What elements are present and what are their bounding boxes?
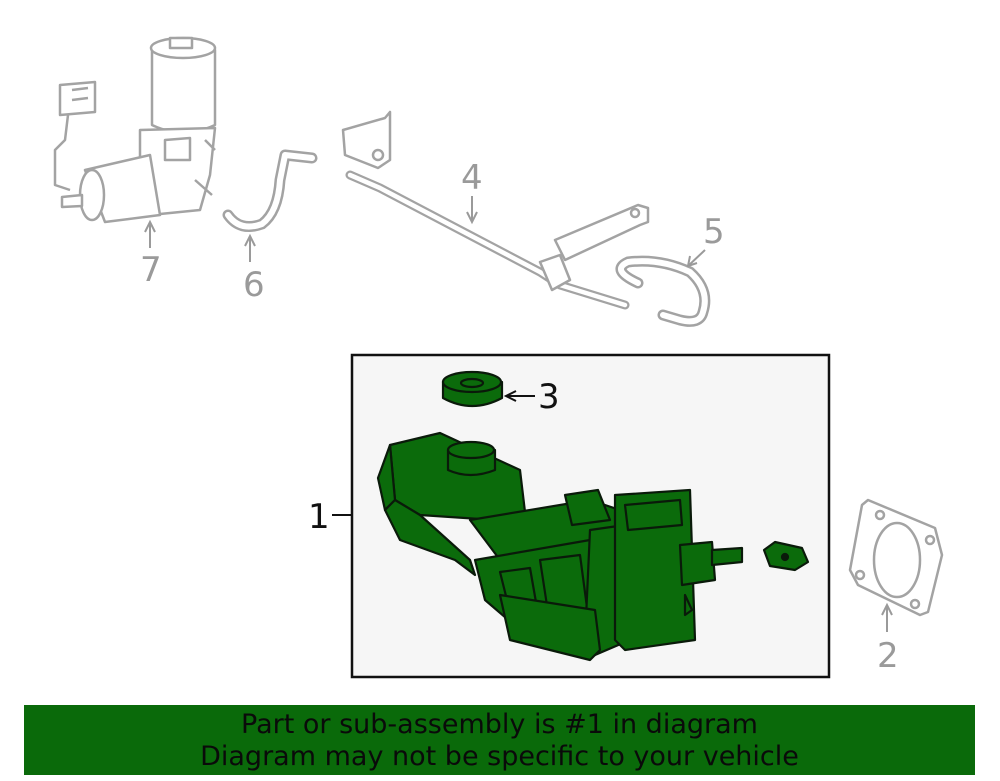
callout-1[interactable]: 1 (308, 497, 330, 537)
leader-7 (144, 219, 156, 248)
callout-4[interactable]: 4 (461, 158, 483, 198)
part-1-clevis[interactable] (762, 540, 810, 572)
info-banner: Part or sub-assembly is #1 in diagram Di… (24, 705, 975, 775)
leader-3 (503, 390, 535, 402)
part-7-pump-motor[interactable] (53, 36, 217, 224)
callout-6[interactable]: 6 (243, 265, 265, 305)
part-2-gasket[interactable] (848, 498, 944, 617)
part-6-hose-inner (225, 152, 315, 230)
callout-7[interactable]: 7 (140, 250, 162, 290)
banner-line-2: Diagram may not be specific to your vehi… (200, 741, 799, 772)
leader-2 (881, 602, 893, 632)
callout-2[interactable]: 2 (877, 636, 899, 676)
part-4-brackets (341, 110, 650, 292)
parts-diagram (53, 36, 944, 679)
leader-5 (686, 249, 706, 268)
callout-3[interactable]: 3 (538, 377, 560, 417)
part-5-hose-inner (618, 258, 708, 325)
leader-4 (466, 196, 478, 225)
leader-6 (244, 233, 256, 262)
part-1-brake-booster-assembly[interactable] (376, 431, 744, 662)
part-4-brake-line-inner (347, 172, 628, 308)
banner-line-1: Part or sub-assembly is #1 in diagram (241, 709, 758, 740)
callout-5[interactable]: 5 (703, 212, 725, 252)
part-3-reservoir-cap[interactable] (441, 370, 504, 408)
